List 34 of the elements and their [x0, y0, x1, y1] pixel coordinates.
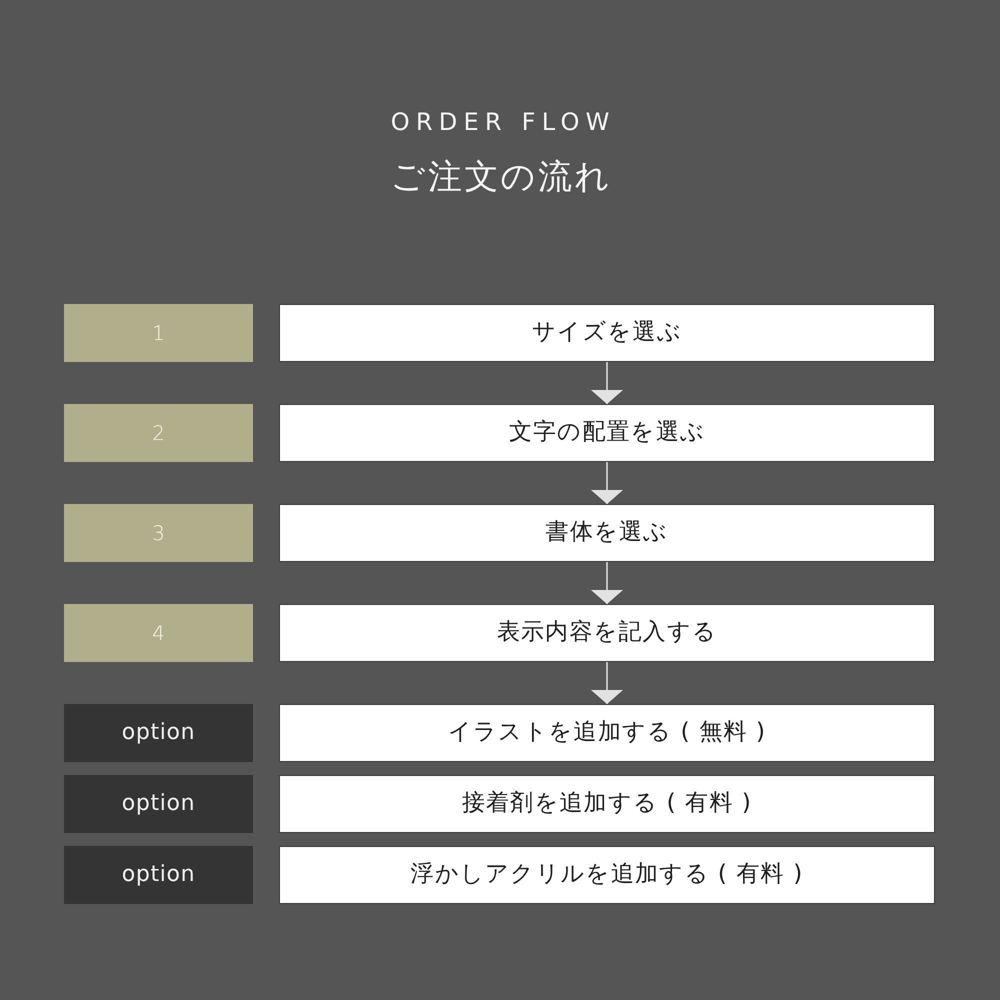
step-label: 文字の配置を選ぶ [508, 419, 706, 447]
step-label: 書体を選ぶ [546, 519, 668, 547]
option-tag [64, 846, 253, 904]
step-number: 4 [152, 621, 165, 645]
step-number: 1 [152, 321, 165, 345]
process-box [279, 504, 935, 562]
step-number-tab [64, 504, 253, 562]
step-number: 3 [152, 521, 165, 545]
option-tag [64, 704, 253, 762]
step-number: 2 [152, 421, 165, 445]
option-label: option [122, 790, 196, 818]
step-label: 接着剤を追加する ( 有料 ) [462, 790, 752, 818]
heading: ORDER FLOW [390, 108, 616, 137]
down-triangle-arrow [591, 662, 623, 704]
process-box [279, 304, 935, 362]
down-triangle-arrow [591, 462, 623, 504]
process-box [279, 846, 935, 904]
step-number-tab [64, 304, 253, 362]
option-tag [64, 775, 253, 833]
down-triangle-arrow [591, 562, 623, 604]
step-label: 表示内容を記入する [496, 619, 718, 647]
process-box [279, 404, 935, 462]
process-box [279, 775, 935, 833]
step-label: イラストを追加する ( 無料 ) [448, 719, 766, 747]
step-label: サイズを選ぶ [532, 319, 682, 347]
step-label: 浮かしアクリルを追加する ( 有料 ) [410, 861, 804, 889]
option-label: option [122, 862, 196, 888]
option-label: option [122, 720, 196, 746]
process-box [279, 704, 935, 762]
step-number-tab [64, 404, 253, 462]
process-box [279, 604, 935, 662]
down-triangle-arrow [591, 362, 623, 404]
subheading: ご注文の流れ [390, 156, 612, 198]
step-number-tab [64, 604, 253, 662]
